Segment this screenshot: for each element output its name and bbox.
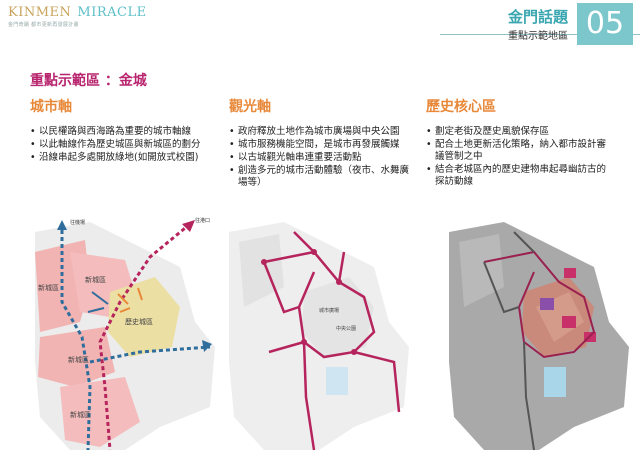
column-heading: 歷史核心區 bbox=[426, 99, 496, 115]
list-item: 以古城觀光軸串連重要活動點 bbox=[229, 152, 414, 164]
section-title: 金門話題 bbox=[507, 8, 568, 26]
list-item: 劃定老街及歷史風貌保存區 bbox=[426, 126, 611, 138]
historic-core-map-svg bbox=[449, 222, 629, 451]
header-divider bbox=[440, 34, 640, 35]
boundary-arrows bbox=[117, 287, 143, 313]
map-park bbox=[326, 367, 348, 395]
map-block bbox=[459, 234, 504, 307]
column-heading: 城市軸 bbox=[30, 99, 72, 115]
brand-miracle: MIRACLE bbox=[77, 5, 147, 20]
tour-loop bbox=[263, 250, 376, 359]
zone-new-city-3 bbox=[38, 327, 115, 387]
node-dot bbox=[261, 259, 267, 265]
column-city-axis: 城市軸 以民權路與西海路為重要的城市軸線 以此軸線作為歷史城區與新城區的劃分 沿… bbox=[30, 96, 215, 165]
brand-tagline: 金門奇蹟 都市更新再發展計畫 bbox=[8, 22, 79, 28]
historic-building bbox=[540, 298, 554, 310]
list-item: 城市服務機能空間，是城市再發展觸媒 bbox=[229, 139, 414, 151]
map-block bbox=[302, 277, 374, 357]
list-item: 沿線串起多處開放綠地(如開放式校園) bbox=[30, 152, 215, 164]
label-airport: 往機場 bbox=[70, 219, 85, 226]
heritage-route bbox=[483, 250, 596, 359]
section-subtitle: 重點示範地區 bbox=[508, 31, 568, 42]
brand-kinmen: KINMEN bbox=[8, 5, 72, 20]
node-dot bbox=[351, 349, 357, 355]
bullet-list: 劃定老街及歷史風貌保存區 配合土地更新活化策略，納入都市設計審議管制之中 結合老… bbox=[426, 126, 611, 188]
arrow-icon bbox=[182, 220, 195, 232]
arrow-icon bbox=[57, 220, 67, 230]
map-historic-core bbox=[444, 212, 629, 452]
brand-wordmark: KINMEN MIRACLE bbox=[8, 5, 147, 20]
node-dot bbox=[311, 249, 317, 255]
column-heading: 觀光軸 bbox=[229, 99, 271, 115]
label-new-city-2: 新城區 bbox=[85, 275, 106, 284]
list-item: 以民權路與西海路為重要的城市軸線 bbox=[30, 126, 215, 138]
column-tourism-axis: 觀光軸 政府釋放土地作為城市廣場與中央公園 城市服務機能空間，是城市再發展觸媒 … bbox=[229, 96, 414, 190]
boundary-arrows-blue bbox=[87, 291, 109, 313]
axis-blue-horizontal bbox=[89, 345, 211, 364]
section-number-badge: 05 bbox=[577, 3, 633, 45]
historic-building bbox=[562, 316, 576, 328]
list-item: 以此軸線作為歷史城區與新城區的劃分 bbox=[30, 139, 215, 151]
map-tourism-axis: 城市廣場 中央公園 bbox=[224, 212, 409, 452]
axis-blue-vertical bbox=[60, 230, 92, 451]
label-new-city-1: 新城區 bbox=[38, 283, 59, 292]
tourism-axis-map-svg: 城市廣場 中央公園 bbox=[229, 222, 409, 451]
list-item: 創造多元的城市活動體驗（夜市、水舞廣場等） bbox=[229, 165, 414, 189]
heritage-links bbox=[483, 231, 535, 451]
brand-logo: KINMEN MIRACLE 金門奇蹟 都市更新再發展計畫 bbox=[8, 5, 147, 28]
label-new-city-4: 新城區 bbox=[70, 410, 91, 419]
list-item: 配合土地更新活化策略，納入都市設計審議管制之中 bbox=[426, 139, 611, 163]
label-central-park: 中央公園 bbox=[336, 325, 356, 332]
label-city-square: 城市廣場 bbox=[319, 307, 339, 314]
axis-red bbox=[98, 222, 191, 451]
bullet-list: 以民權路與西海路為重要的城市軸線 以此軸線作為歷史城區與新城區的劃分 沿線串起多… bbox=[30, 126, 215, 164]
column-historic-core: 歷史核心區 劃定老街及歷史風貌保存區 配合土地更新活化策略，納入都市設計審議管制… bbox=[426, 96, 611, 189]
node-dot bbox=[301, 339, 307, 345]
label-historic-city: 歷史城區 bbox=[125, 317, 153, 326]
map-park bbox=[544, 367, 566, 397]
label-new-city-3: 新城區 bbox=[68, 355, 89, 364]
zone-new-city-4 bbox=[60, 377, 140, 447]
city-axis-map-svg: 往機場 往港口 新城區 新城區 新城區 新城區 歷史城區 bbox=[35, 217, 215, 451]
map-block bbox=[239, 234, 284, 307]
historic-building bbox=[564, 268, 576, 278]
tour-routes bbox=[262, 231, 401, 451]
list-item: 結合老城區內的歷史建物串起尋幽訪古的探訪動線 bbox=[426, 164, 611, 188]
arrow-icon bbox=[202, 340, 212, 352]
zone-historic bbox=[108, 277, 180, 357]
node-dot bbox=[336, 279, 342, 285]
bullet-list: 政府釋放土地作為城市廣場與中央公園 城市服務機能空間，是城市再發展觸媒 以古城觀… bbox=[229, 126, 414, 189]
page-title: 重點示範區 ：金城 bbox=[30, 73, 147, 89]
label-port: 往港口 bbox=[195, 217, 210, 224]
list-item: 政府釋放土地作為城市廣場與中央公園 bbox=[229, 126, 414, 138]
map-city-axis: 往機場 往港口 新城區 新城區 新城區 新城區 歷史城區 bbox=[30, 212, 215, 452]
